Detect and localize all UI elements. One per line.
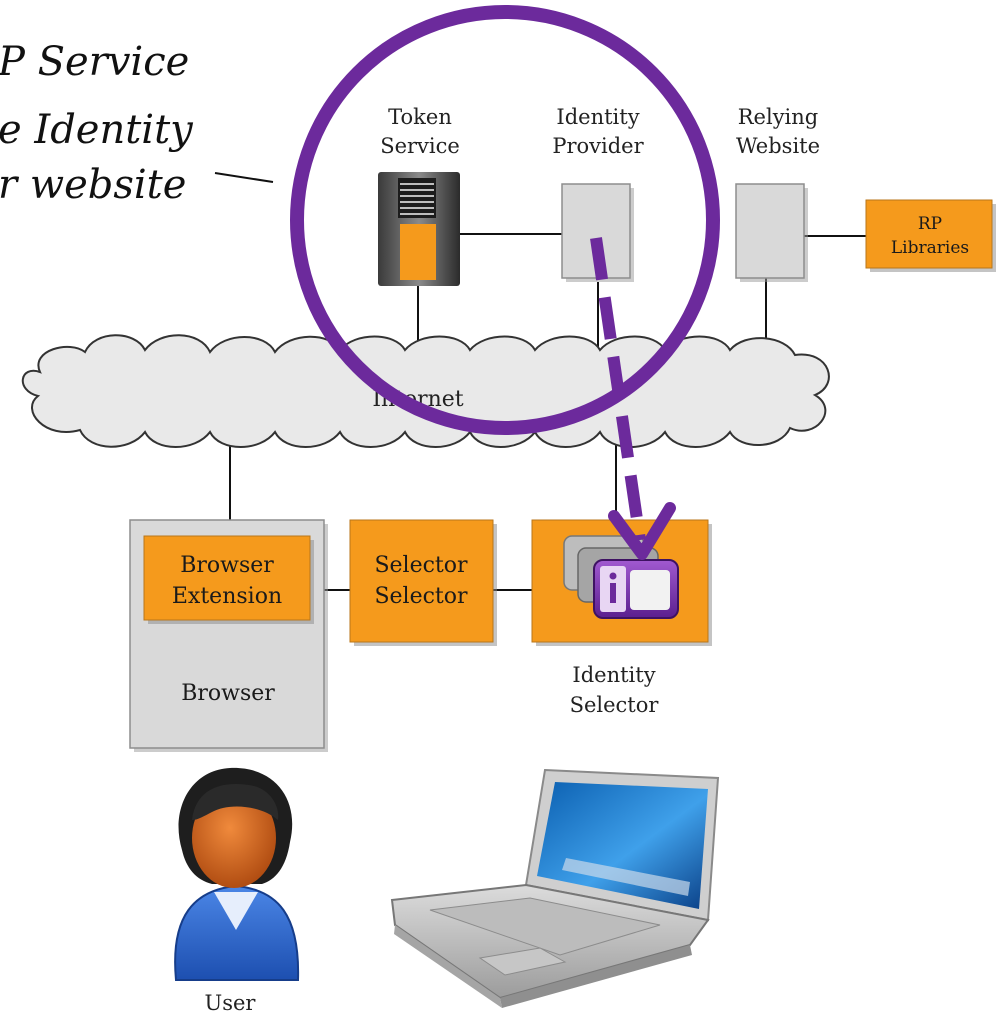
rp-libraries-label-2: Libraries bbox=[891, 238, 969, 258]
information-card-icon bbox=[563, 535, 679, 619]
token-service-node: Token Service bbox=[378, 105, 460, 286]
relying-website-label-1: Relying bbox=[738, 105, 819, 129]
user-label: User bbox=[205, 991, 257, 1015]
browser-extension-label-2: Extension bbox=[172, 584, 282, 609]
identity-selector-label-1: Identity bbox=[572, 663, 655, 687]
identity-provider-label-1: Identity bbox=[556, 105, 639, 129]
selector-selector-node: Selector Selector bbox=[349, 519, 497, 646]
selector-selector-label-2: Selector bbox=[374, 584, 468, 609]
identity-selector-label-2: Selector bbox=[570, 693, 660, 717]
highlight-circle bbox=[290, 5, 720, 435]
browser-extension-label-1: Browser bbox=[180, 553, 274, 578]
caption-line-3: r website bbox=[0, 162, 186, 208]
caption-line-2: e Identity bbox=[0, 107, 194, 153]
browser-extension-box bbox=[143, 535, 311, 621]
browser-node: Browser Browser Extension bbox=[129, 519, 328, 752]
relying-website-node: Relying Website bbox=[735, 105, 820, 282]
rp-libraries-box bbox=[865, 199, 993, 269]
selector-selector-box bbox=[349, 519, 494, 643]
internet-cloud: Internet bbox=[21, 334, 830, 448]
token-service-label-2: Service bbox=[380, 134, 460, 158]
rp-libraries-node: RP Libraries bbox=[865, 199, 996, 272]
caption-line-1: P Service bbox=[0, 39, 189, 85]
token-service-label-1: Token bbox=[388, 105, 452, 129]
laptop-icon bbox=[390, 768, 720, 1008]
selector-selector-label-1: Selector bbox=[374, 553, 468, 578]
user-avatar-icon bbox=[174, 767, 300, 981]
server-icon bbox=[378, 172, 460, 286]
relying-website-label-2: Website bbox=[736, 134, 820, 158]
identity-provider-node: Identity Provider bbox=[552, 105, 645, 282]
connector-lines bbox=[214, 172, 866, 591]
identity-provider-label-2: Provider bbox=[552, 134, 644, 158]
browser-label: Browser bbox=[181, 681, 275, 706]
rp-libraries-label-1: RP bbox=[918, 214, 942, 234]
relying-website-box bbox=[735, 183, 805, 279]
flow-arrow bbox=[590, 237, 676, 560]
identity-selector-node: Identity Selector bbox=[531, 519, 712, 717]
caption-text: P Service e Identity r website bbox=[0, 39, 194, 208]
